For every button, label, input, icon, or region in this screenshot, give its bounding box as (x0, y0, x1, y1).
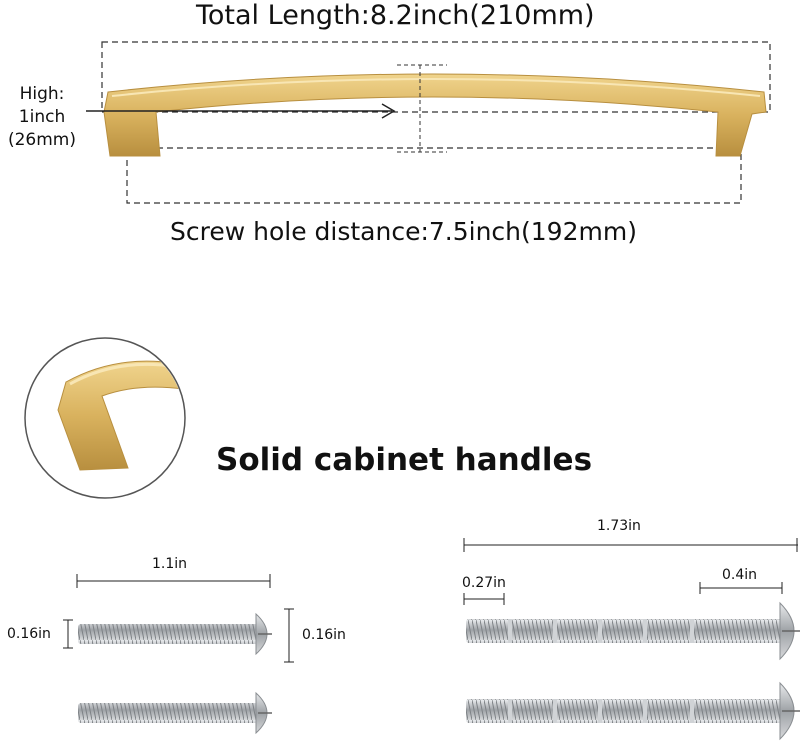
long-screw-head-section-label: 0.4in (722, 567, 758, 583)
screw-hole-distance-label: Screw hole distance:7.5inch(192mm) (170, 217, 637, 246)
detail-magnifier (24, 337, 186, 499)
long-screw-bottom (466, 681, 800, 741)
long-screw-top (466, 601, 800, 661)
short-screw-bottom (78, 691, 272, 735)
height-label-line1: High: (19, 84, 65, 104)
height-label-line2: 1inch (18, 107, 66, 127)
page-title: Solid cabinet handles (216, 442, 593, 478)
total-length-dashed-box (101, 41, 771, 113)
cabinet-handle (103, 73, 767, 157)
height-label: High: 1inch (26mm) (2, 83, 82, 152)
short-screw-length-label: 1.1in (152, 556, 188, 572)
short-screw-thread-diameter-label: 0.16in (7, 626, 51, 642)
long-screw-length-label: 1.73in (597, 518, 641, 534)
screw-hole-dashed-box (126, 147, 742, 204)
total-length-label: Total Length:8.2inch(210mm) (196, 0, 595, 31)
short-screw-head-diameter-label: 0.16in (302, 627, 346, 643)
short-screw-top (78, 612, 272, 656)
long-screw-segment-label: 0.27in (462, 575, 506, 591)
height-label-line3: (26mm) (7, 130, 77, 150)
